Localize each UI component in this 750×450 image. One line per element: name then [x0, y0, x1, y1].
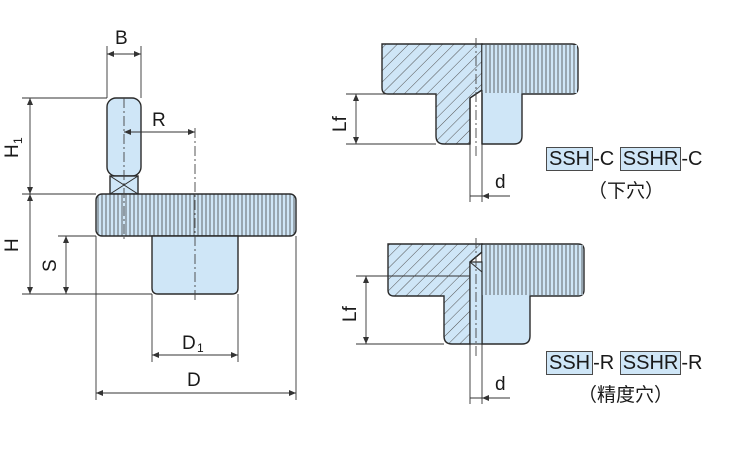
dim-label-r: R — [152, 110, 166, 131]
dim-label-d: D — [187, 370, 201, 391]
suffix-sshr-r: -R — [681, 352, 703, 374]
dim-label-d1: D — [182, 333, 196, 354]
boss — [151, 235, 239, 295]
dim-label-lf-r: Lf — [340, 305, 361, 322]
dim-label-h: H — [2, 238, 23, 252]
section-view-c: Lf d — [330, 38, 579, 202]
variant-c-codes: SSH-C SSHR-C — [546, 147, 703, 171]
section-r-hatched-half — [387, 243, 483, 345]
code-sshr-r: SSHR — [619, 351, 682, 375]
variant-c-note: （下穴） — [588, 180, 665, 202]
code-ssh-r: SSH — [546, 351, 594, 375]
suffix-ssh-r: -R — [593, 352, 615, 374]
variant-r-codes: SSH-R SSHR-R — [546, 351, 703, 375]
code-ssh-c: SSH — [546, 147, 594, 171]
dim-label-d1-sub: 1 — [197, 341, 204, 355]
dim-label-h1-sub: 1 — [11, 137, 25, 144]
dim-label-h1: H — [2, 144, 23, 158]
knurled-disk — [95, 193, 297, 237]
section-view-r: Lf d — [340, 238, 585, 404]
dim-label-d-r: d — [495, 374, 506, 395]
suffix-sshr-c: -C — [681, 148, 703, 170]
dim-label-d-c: d — [495, 172, 506, 193]
side-view: B R H 1 H S D 1 D — [2, 28, 297, 400]
dim-label-lf-c: Lf — [330, 115, 351, 132]
dim-label-s: S — [40, 259, 61, 272]
variant-r-note: （精度穴） — [578, 384, 674, 406]
suffix-ssh-c: -C — [593, 148, 615, 170]
code-sshr-c: SSHR — [619, 147, 682, 171]
dim-label-b: B — [115, 28, 128, 49]
